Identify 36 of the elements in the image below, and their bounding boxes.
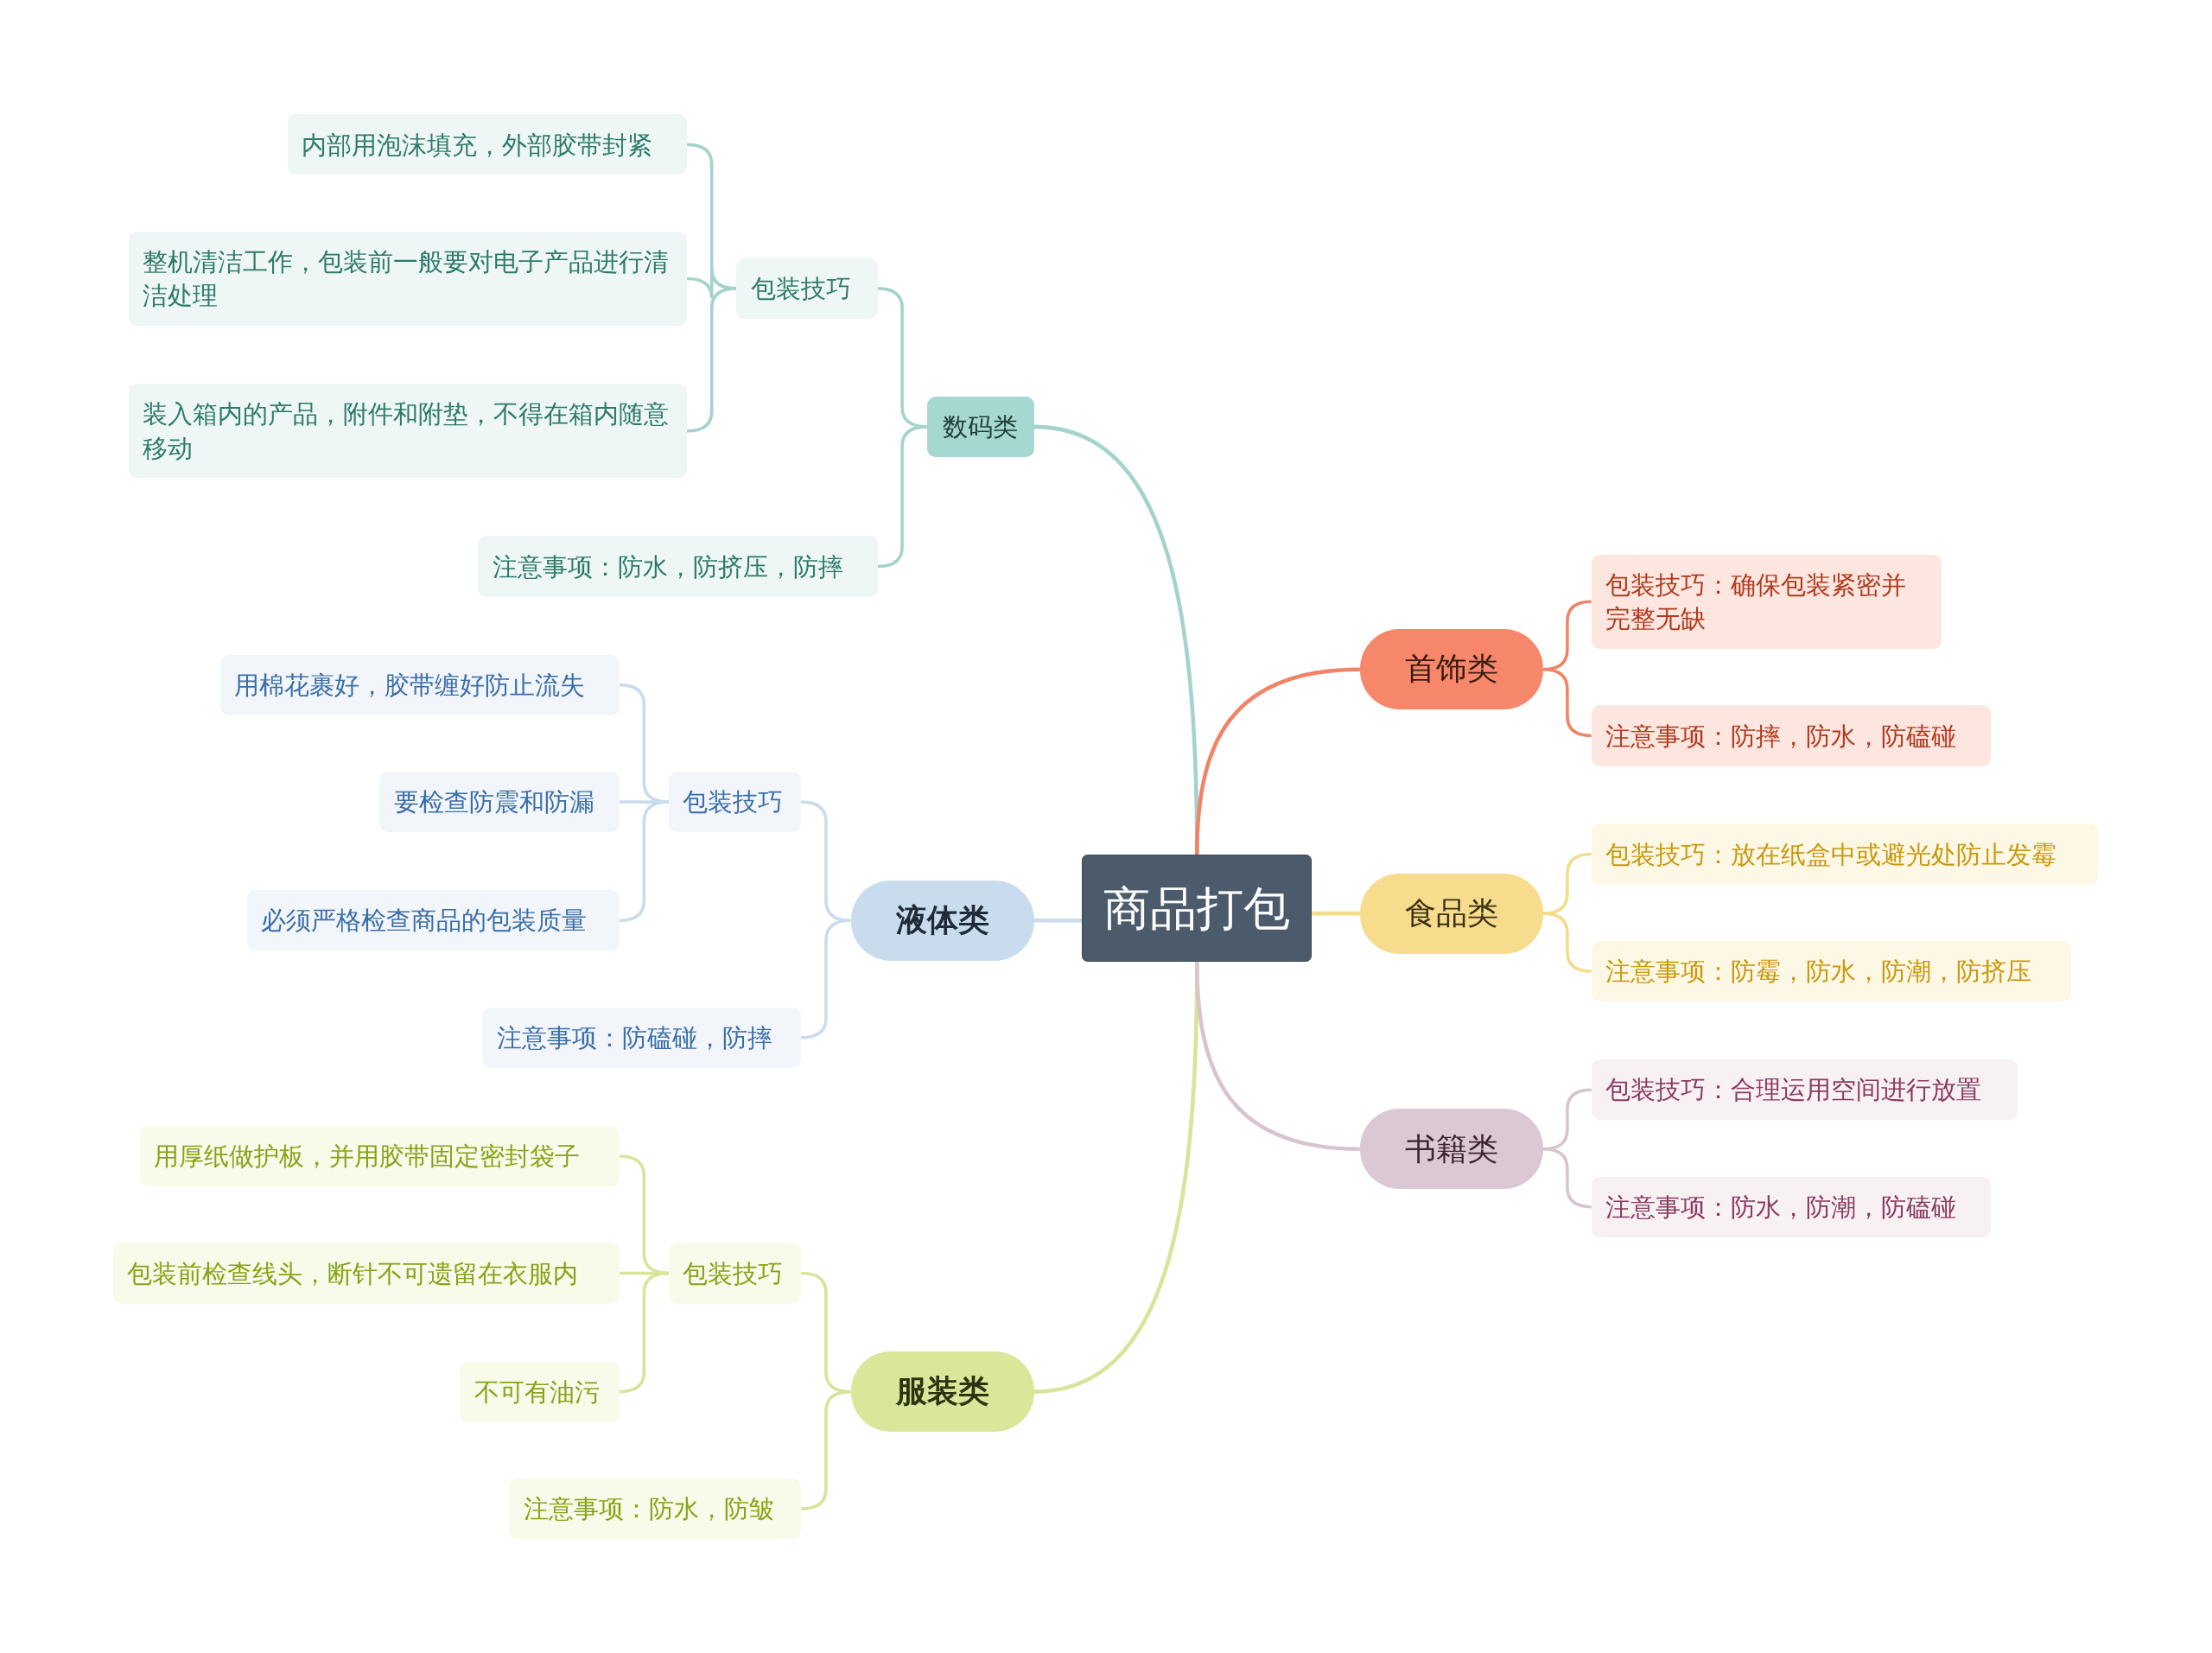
subtopic: 包装技巧 — [736, 257, 878, 319]
main-topic: 服装类 — [850, 1351, 1034, 1433]
connector — [1543, 1147, 1592, 1209]
connector — [1195, 667, 1360, 855]
main-topic: 液体类 — [850, 880, 1034, 961]
connector — [619, 800, 669, 804]
subtopic: 注意事项：防摔，防水，防磕碰 — [1591, 705, 1991, 766]
subtopic: 不可有油污 — [460, 1361, 620, 1422]
subtopic: 用棉花裹好，胶带缠好防止流失 — [219, 654, 620, 715]
subtopic: 包装技巧 — [668, 1243, 802, 1304]
subtopic: 必须严格检查商品的包装质量 — [246, 890, 620, 951]
connector — [1033, 919, 1083, 923]
connector — [1195, 962, 1360, 1152]
subtopic: 包装前检查线头，断针不可遗留在衣服内 — [112, 1243, 620, 1304]
subtopic: 装入箱内的产品，附件和附垫，不得在箱内随意移动 — [128, 384, 688, 479]
subtopic: 注意事项：防霉，防水，防潮，防挤压 — [1591, 940, 2071, 1002]
central-topic: 商品打包 — [1082, 855, 1313, 963]
connector — [1543, 852, 1592, 915]
connector — [1312, 911, 1360, 916]
subtopic: 用厚纸做护板，并用胶带固定密封袋子 — [139, 1125, 620, 1187]
main-topic: 数码类 — [926, 396, 1034, 457]
subtopic: 注意事项：防水，防挤压，防摔 — [478, 536, 878, 597]
subtopic: 要检查防震和防漏 — [379, 772, 620, 833]
subtopic: 注意事项：防水，防潮，防磕碰 — [1591, 1176, 1991, 1237]
subtopic: 注意事项：防磕碰，防摔 — [482, 1007, 802, 1068]
subtopic: 注意事项：防水，防皱 — [509, 1478, 802, 1540]
subtopic: 包装技巧：确保包装紧密并完整无缺 — [1591, 554, 1942, 649]
subtopic: 包装技巧 — [668, 772, 802, 833]
connector — [1543, 912, 1592, 973]
main-topic: 食品类 — [1359, 873, 1544, 954]
main-topic: 首饰类 — [1359, 629, 1544, 710]
subtopic: 包装技巧：合理运用空间进行放置 — [1591, 1059, 2018, 1121]
subtopic: 整机清洁工作，包装前一般要对电子产品进行清洁处理 — [128, 231, 688, 327]
subtopic: 包装技巧：放在纸盒中或避光处防止发霉 — [1591, 823, 2098, 885]
main-topic: 书籍类 — [1359, 1109, 1544, 1190]
subtopic: 内部用泡沫填充，外部胶带封紧 — [288, 114, 688, 175]
